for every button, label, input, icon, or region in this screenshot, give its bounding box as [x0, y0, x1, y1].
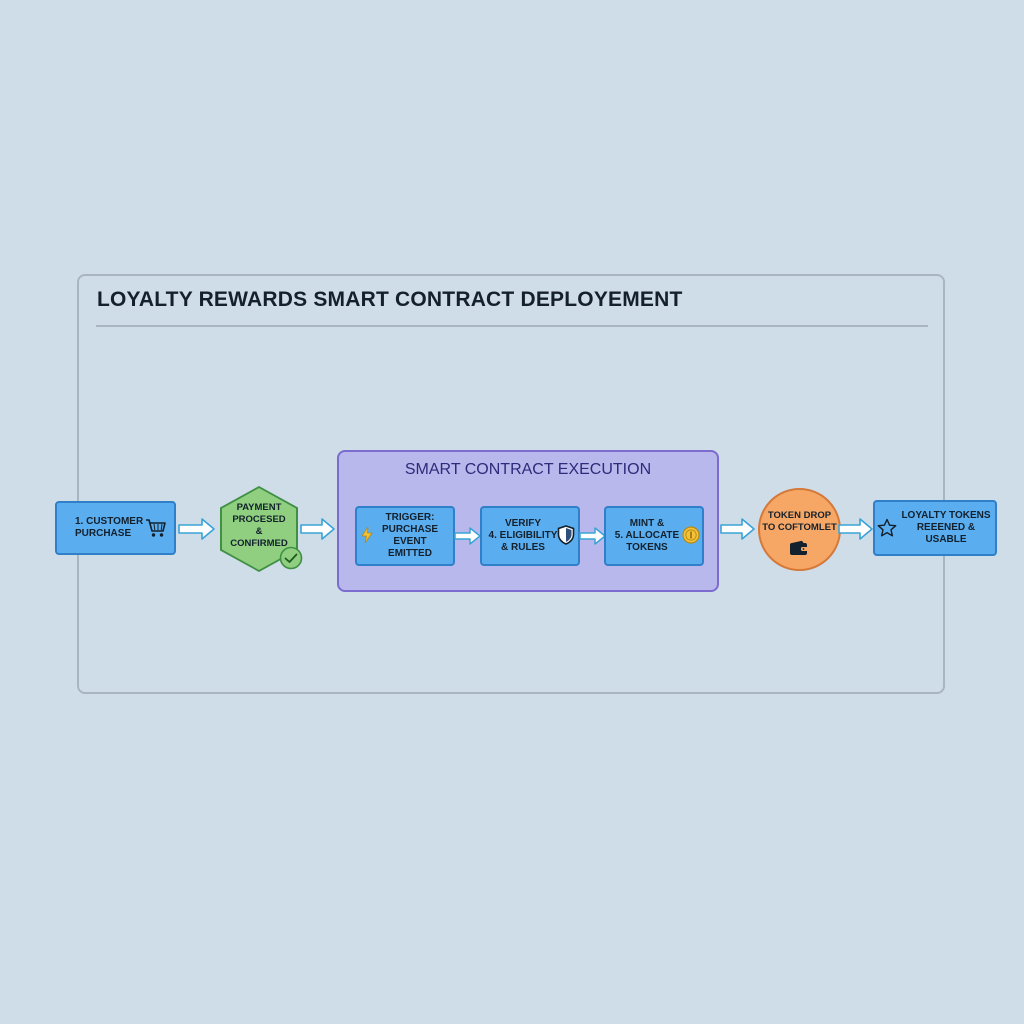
step-label: LOYALTY TOKENS REEENED & USABLE [901, 510, 991, 545]
step-label: 1. CUSTOMER PURCHASE [75, 516, 144, 539]
step-label: TOKEN DROP TO COFTOMLET [762, 509, 837, 533]
wallet-icon [790, 540, 808, 555]
flow-arrow [838, 518, 873, 540]
step-label: VERIFY 4. ELIGIBILITY & RULES [488, 518, 558, 553]
flow-arrow [178, 518, 215, 540]
flow-arrow [300, 518, 335, 540]
flow-arrow [720, 518, 755, 540]
flow-arrow [454, 527, 481, 545]
diagram-title: LOYALTY REWARDS SMART CONTRACT DEPLOYEME… [97, 288, 683, 311]
coin-icon [682, 526, 700, 544]
title-divider [96, 325, 928, 327]
shopping-cart-icon [146, 519, 166, 537]
step-token-drop: TOKEN DROP TO COFTOMLET [758, 488, 841, 571]
flow-arrow [579, 527, 606, 545]
star-icon [877, 518, 897, 537]
step-label: TRIGGER: PURCHASE EVENT EMITTED [381, 512, 439, 559]
step-label: PAYMENT PROCESED & CONFIRMED [230, 502, 288, 549]
step-trigger: TRIGGER: PURCHASE EVENT EMITTED [355, 506, 455, 566]
checkmark-icon [279, 546, 303, 570]
diagram-frame [77, 274, 945, 694]
shield-icon [557, 525, 575, 545]
step-customer-purchase: 1. CUSTOMER PURCHASE [55, 501, 176, 555]
smart-contract-title: SMART CONTRACT EXECUTION [404, 461, 652, 478]
lightning-icon [361, 527, 373, 543]
step-label: MINT & 5. ALLOCATE TOKENS [614, 518, 680, 553]
